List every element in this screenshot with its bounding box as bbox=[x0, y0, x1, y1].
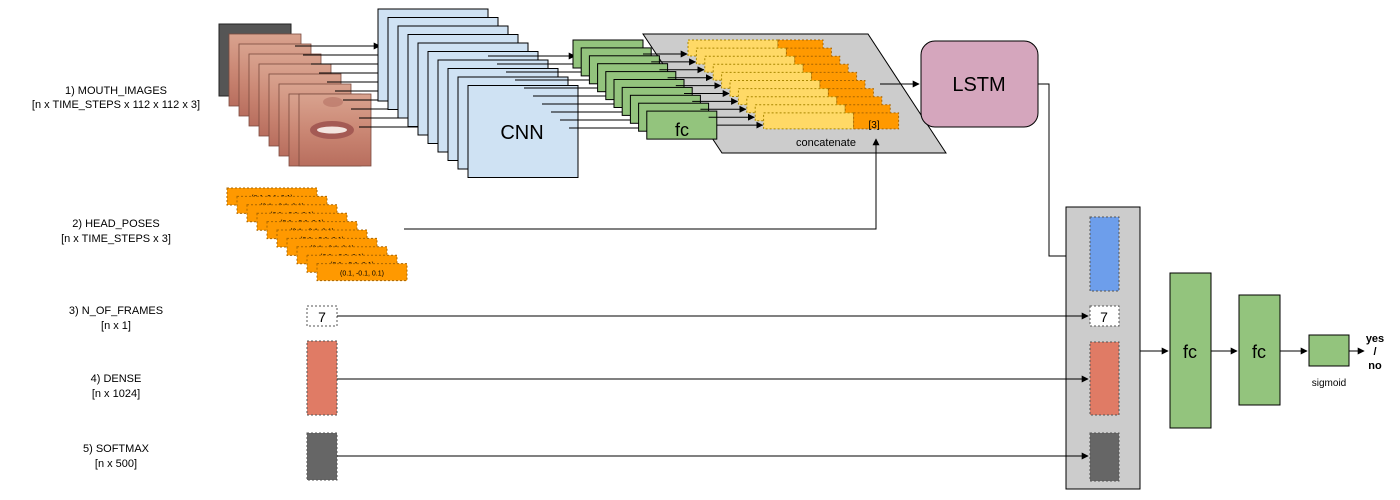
fc-small-layer bbox=[646, 110, 718, 140]
dense-feature bbox=[1089, 341, 1120, 416]
output-yes: yes bbox=[1366, 333, 1384, 345]
lstm-label: LSTM bbox=[952, 74, 1005, 96]
head-poses-title: 2) HEAD_POSES bbox=[72, 218, 159, 230]
dense-title: 4) DENSE bbox=[91, 373, 142, 385]
head-pose-value: (0.1, -0.1, 0.1) bbox=[340, 271, 384, 278]
dense-input-block bbox=[306, 340, 338, 416]
softmax-title: 5) SOFTMAX bbox=[83, 443, 150, 455]
sigmoid-label: sigmoid bbox=[1312, 378, 1346, 389]
softmax-feature bbox=[1089, 432, 1120, 482]
head-pose-arrow bbox=[404, 138, 880, 230]
dense-shape: [n x 1024] bbox=[92, 388, 140, 400]
fc1-block bbox=[1169, 272, 1212, 429]
fc1-label: fc bbox=[1183, 342, 1197, 362]
fc-small-stack bbox=[572, 39, 718, 140]
lstm-output-feature bbox=[1089, 216, 1120, 292]
frames-feature-value: 7 bbox=[1100, 309, 1108, 325]
head-pose-vector: (0.1, -0.1, 0.1) bbox=[316, 263, 408, 282]
n-of-frames-shape: [n x 1] bbox=[101, 320, 131, 332]
pose-feature-vector bbox=[853, 112, 900, 130]
head-poses-shape: [n x TIME_STEPS x 3] bbox=[61, 233, 171, 245]
sigmoid-block bbox=[1308, 334, 1350, 367]
output-no: no bbox=[1368, 360, 1382, 372]
output-label: yes / no bbox=[1366, 333, 1384, 372]
softmax-input-block bbox=[306, 432, 338, 481]
mouth-frame-front bbox=[298, 93, 372, 167]
fc-to-feature-arrows bbox=[643, 50, 764, 129]
softmax-shape: [n x 500] bbox=[95, 458, 137, 470]
feature-stack bbox=[687, 39, 900, 130]
output-slash: / bbox=[1373, 346, 1376, 358]
n-of-frames-title: 3) N_OF_FRAMES bbox=[69, 305, 163, 317]
cnn-layer bbox=[467, 85, 579, 178]
cnn-feature-vector bbox=[763, 112, 855, 130]
cnn-stack bbox=[377, 8, 579, 178]
mouth-images-shape: [n x TIME_STEPS x 112 x 112 x 3] bbox=[32, 99, 200, 111]
mouth-opening bbox=[317, 126, 347, 134]
fc2-label: fc bbox=[1252, 342, 1266, 362]
head-pose-stack: (0.1, 0.1, 0.1)(0.1, -0.1, 0.1)(0.1, -0.… bbox=[226, 187, 408, 282]
mouth-images-title: 1) MOUTH_IMAGES bbox=[65, 85, 167, 97]
pose-dim-label: [3] bbox=[868, 120, 879, 131]
fc2-block bbox=[1238, 294, 1281, 406]
concatenate-label: concatenate bbox=[796, 137, 856, 149]
fc-small-label: fc bbox=[675, 120, 689, 140]
cnn-label: CNN bbox=[500, 122, 543, 144]
input-labels: 1) MOUTH_IMAGES [n x TIME_STEPS x 112 x … bbox=[32, 85, 200, 470]
n-of-frames-value: 7 bbox=[318, 309, 326, 325]
cnn-to-fc-arrows bbox=[488, 52, 648, 132]
mouth-image-stack bbox=[218, 23, 372, 167]
frames-feature-box bbox=[1089, 305, 1120, 327]
